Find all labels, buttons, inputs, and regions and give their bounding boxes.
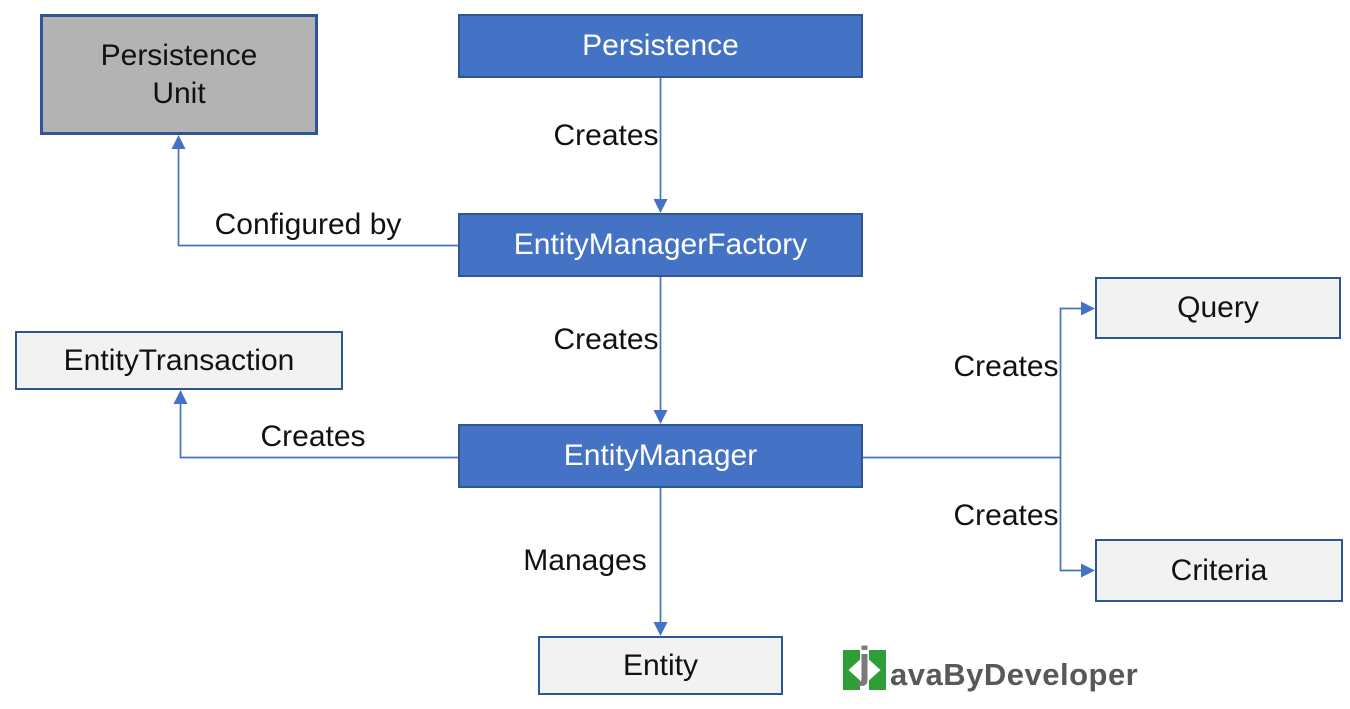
node-entity-manager-label: EntityManager <box>563 439 758 473</box>
connector-manager-to-query-criteria <box>863 301 1095 578</box>
connector-manager-to-transaction <box>173 390 458 459</box>
node-entity-manager-factory: EntityManagerFactory <box>458 213 863 277</box>
node-criteria-label: Criteria <box>1170 553 1268 587</box>
node-query-label: Query <box>1177 291 1259 325</box>
edge-label-manager-creates-criteria: Creates <box>953 499 1059 532</box>
node-entity-manager: EntityManager <box>458 424 863 488</box>
node-persistence-unit-label: Persistence Unit <box>100 39 258 110</box>
edge-label-manages: Manages <box>523 544 647 577</box>
node-entity-transaction-label: EntityTransaction <box>63 343 295 377</box>
connector-manager-to-entity <box>653 488 668 636</box>
logo-letter-j: j <box>858 638 871 687</box>
connector-factory-to-unit <box>171 135 458 247</box>
node-persistence-label: Persistence <box>582 29 739 63</box>
node-entity-transaction: EntityTransaction <box>15 331 343 390</box>
edge-label-manager-creates-query: Creates <box>953 350 1059 383</box>
node-entity: Entity <box>538 636 783 695</box>
edge-label-factory-creates-manager: Creates <box>553 323 659 356</box>
connector-factory-to-manager <box>653 277 668 424</box>
javabydeveloper-logo: j avaByDeveloper <box>843 638 1139 694</box>
node-criteria: Criteria <box>1095 539 1343 602</box>
node-persistence: Persistence <box>458 14 863 78</box>
node-persistence-unit: Persistence Unit <box>40 14 318 135</box>
connector-persistence-to-factory <box>653 78 668 213</box>
edge-label-configured-by: Configured by <box>214 208 402 241</box>
edge-label-manager-creates-transaction: Creates <box>260 420 366 453</box>
edge-label-persistence-creates-factory: Creates <box>553 119 659 152</box>
logo-text: avaByDeveloper <box>890 657 1139 692</box>
right-bracket-icon <box>869 650 886 690</box>
java-brackets-icon: j <box>843 638 889 694</box>
node-entity-label: Entity <box>622 648 699 682</box>
node-query: Query <box>1095 277 1341 339</box>
node-entity-manager-factory-label: EntityManagerFactory <box>513 228 808 262</box>
